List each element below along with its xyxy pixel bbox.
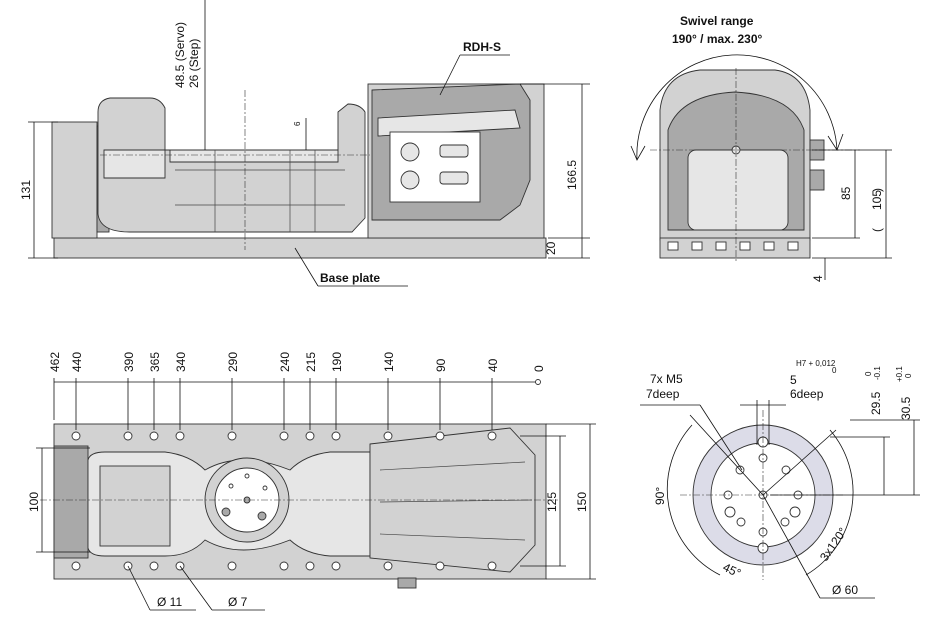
front-base [659,237,811,259]
dim-servo-label: 48.5 (Servo) [173,22,187,88]
dia-60-label: Ø 60 [832,583,858,597]
x-tick-140: 140 [382,352,396,372]
dim-150-label: 150 [575,492,589,512]
round-connector [400,170,420,190]
angle-45-label: 45° [721,560,744,580]
rotary-top-cover [103,149,166,179]
flange-view: Ø 60 7x M5 7deep 5 6deep H7 + 0,012 0 29… [640,359,920,599]
thread-count-label: 7x M5 [650,372,683,386]
base-plate-label: Base plate [320,271,380,285]
tol-30-5-lo: 0 [904,373,913,378]
connector-panel [389,131,481,203]
front-view: Swivel range 190° / max. 230° 85 105 ( )… [630,14,892,282]
base-plate [53,237,547,259]
front-cover [687,149,789,231]
x-tick-lines [53,378,541,430]
x-tick-390: 390 [122,352,136,372]
hole-11-label: Ø 11 [157,595,182,609]
x-tick-90: 90 [434,358,448,372]
x-tick-240: 240 [278,352,292,372]
x-tick-290: 290 [226,352,240,372]
dim-100-label: 100 [27,492,41,512]
swivel-arc [636,54,838,161]
dim-105-paren: ( [870,228,884,232]
tol-29-5-hi: 0 [864,371,873,376]
thread-depth-label: 7deep [646,387,680,401]
top-motor-block [53,445,89,559]
swivel-value: 190° / max. 230° [672,32,763,46]
dim-85-label: 85 [839,186,853,200]
x-tick-40: 40 [486,358,500,372]
dim-105-paren: ) [870,188,884,192]
mounting-holes [71,431,497,571]
pin-size-label: 5 [790,373,797,387]
tol-29-5-lo: -0.1 [873,366,882,380]
x-tick-365: 365 [148,352,162,372]
dim-6-label: 6 [293,121,302,126]
fit-tol-label: H7 + 0,012 [796,359,836,368]
top-gear-cover [99,465,171,547]
dim-105-label: 105 [870,190,884,210]
dim-125-label: 125 [545,492,559,512]
swivel-title: Swivel range [680,14,754,28]
x-tick-440: 440 [70,352,84,372]
x-tick-labels: 462 440 390 365 340 290 240 215 190 140 … [48,352,546,372]
tol-30-5-hi: +0.1 [895,366,904,382]
round-connector [400,142,420,162]
hole-7-label: Ø 7 [228,595,248,609]
sub-d-connector [439,171,469,185]
dim-29-5-label: 29.5 [869,391,883,415]
side-view: 48.5 (Servo) 26 (Step) 6 131 166.5 20 RD… [19,0,590,287]
fit-tol-low-label: 0 [832,366,837,375]
x-tick-190: 190 [330,352,344,372]
x-tick-0: 0 [532,365,546,372]
angle-arc-90 [666,424,721,576]
dim-30-5-label: 30.5 [899,396,913,420]
motor-block [51,121,98,239]
module-label: RDH-S [463,40,501,54]
x-tick-215: 215 [304,352,318,372]
rotary-table-body [97,97,366,233]
angle-90-label: 90° [653,487,667,505]
t-slots [667,241,799,251]
table-flange [169,149,339,163]
sub-d-connector [439,144,469,158]
pin-depth-label: 6deep [790,387,824,401]
dim-step-label: 26 (Step) [187,39,201,88]
x-tick-340: 340 [174,352,188,372]
top-cable-outlet [397,577,417,589]
top-view: 462 440 390 365 340 290 240 215 190 140 … [27,352,596,611]
dim-4-label: 4 [811,275,825,282]
dim-166-5-label: 166.5 [565,160,579,190]
side-connector [809,169,825,191]
dim-20-label: 20 [544,241,558,255]
angle-arc-3x120 [805,429,854,576]
dim-131-label: 131 [19,180,33,200]
x-tick-462: 462 [48,352,62,372]
